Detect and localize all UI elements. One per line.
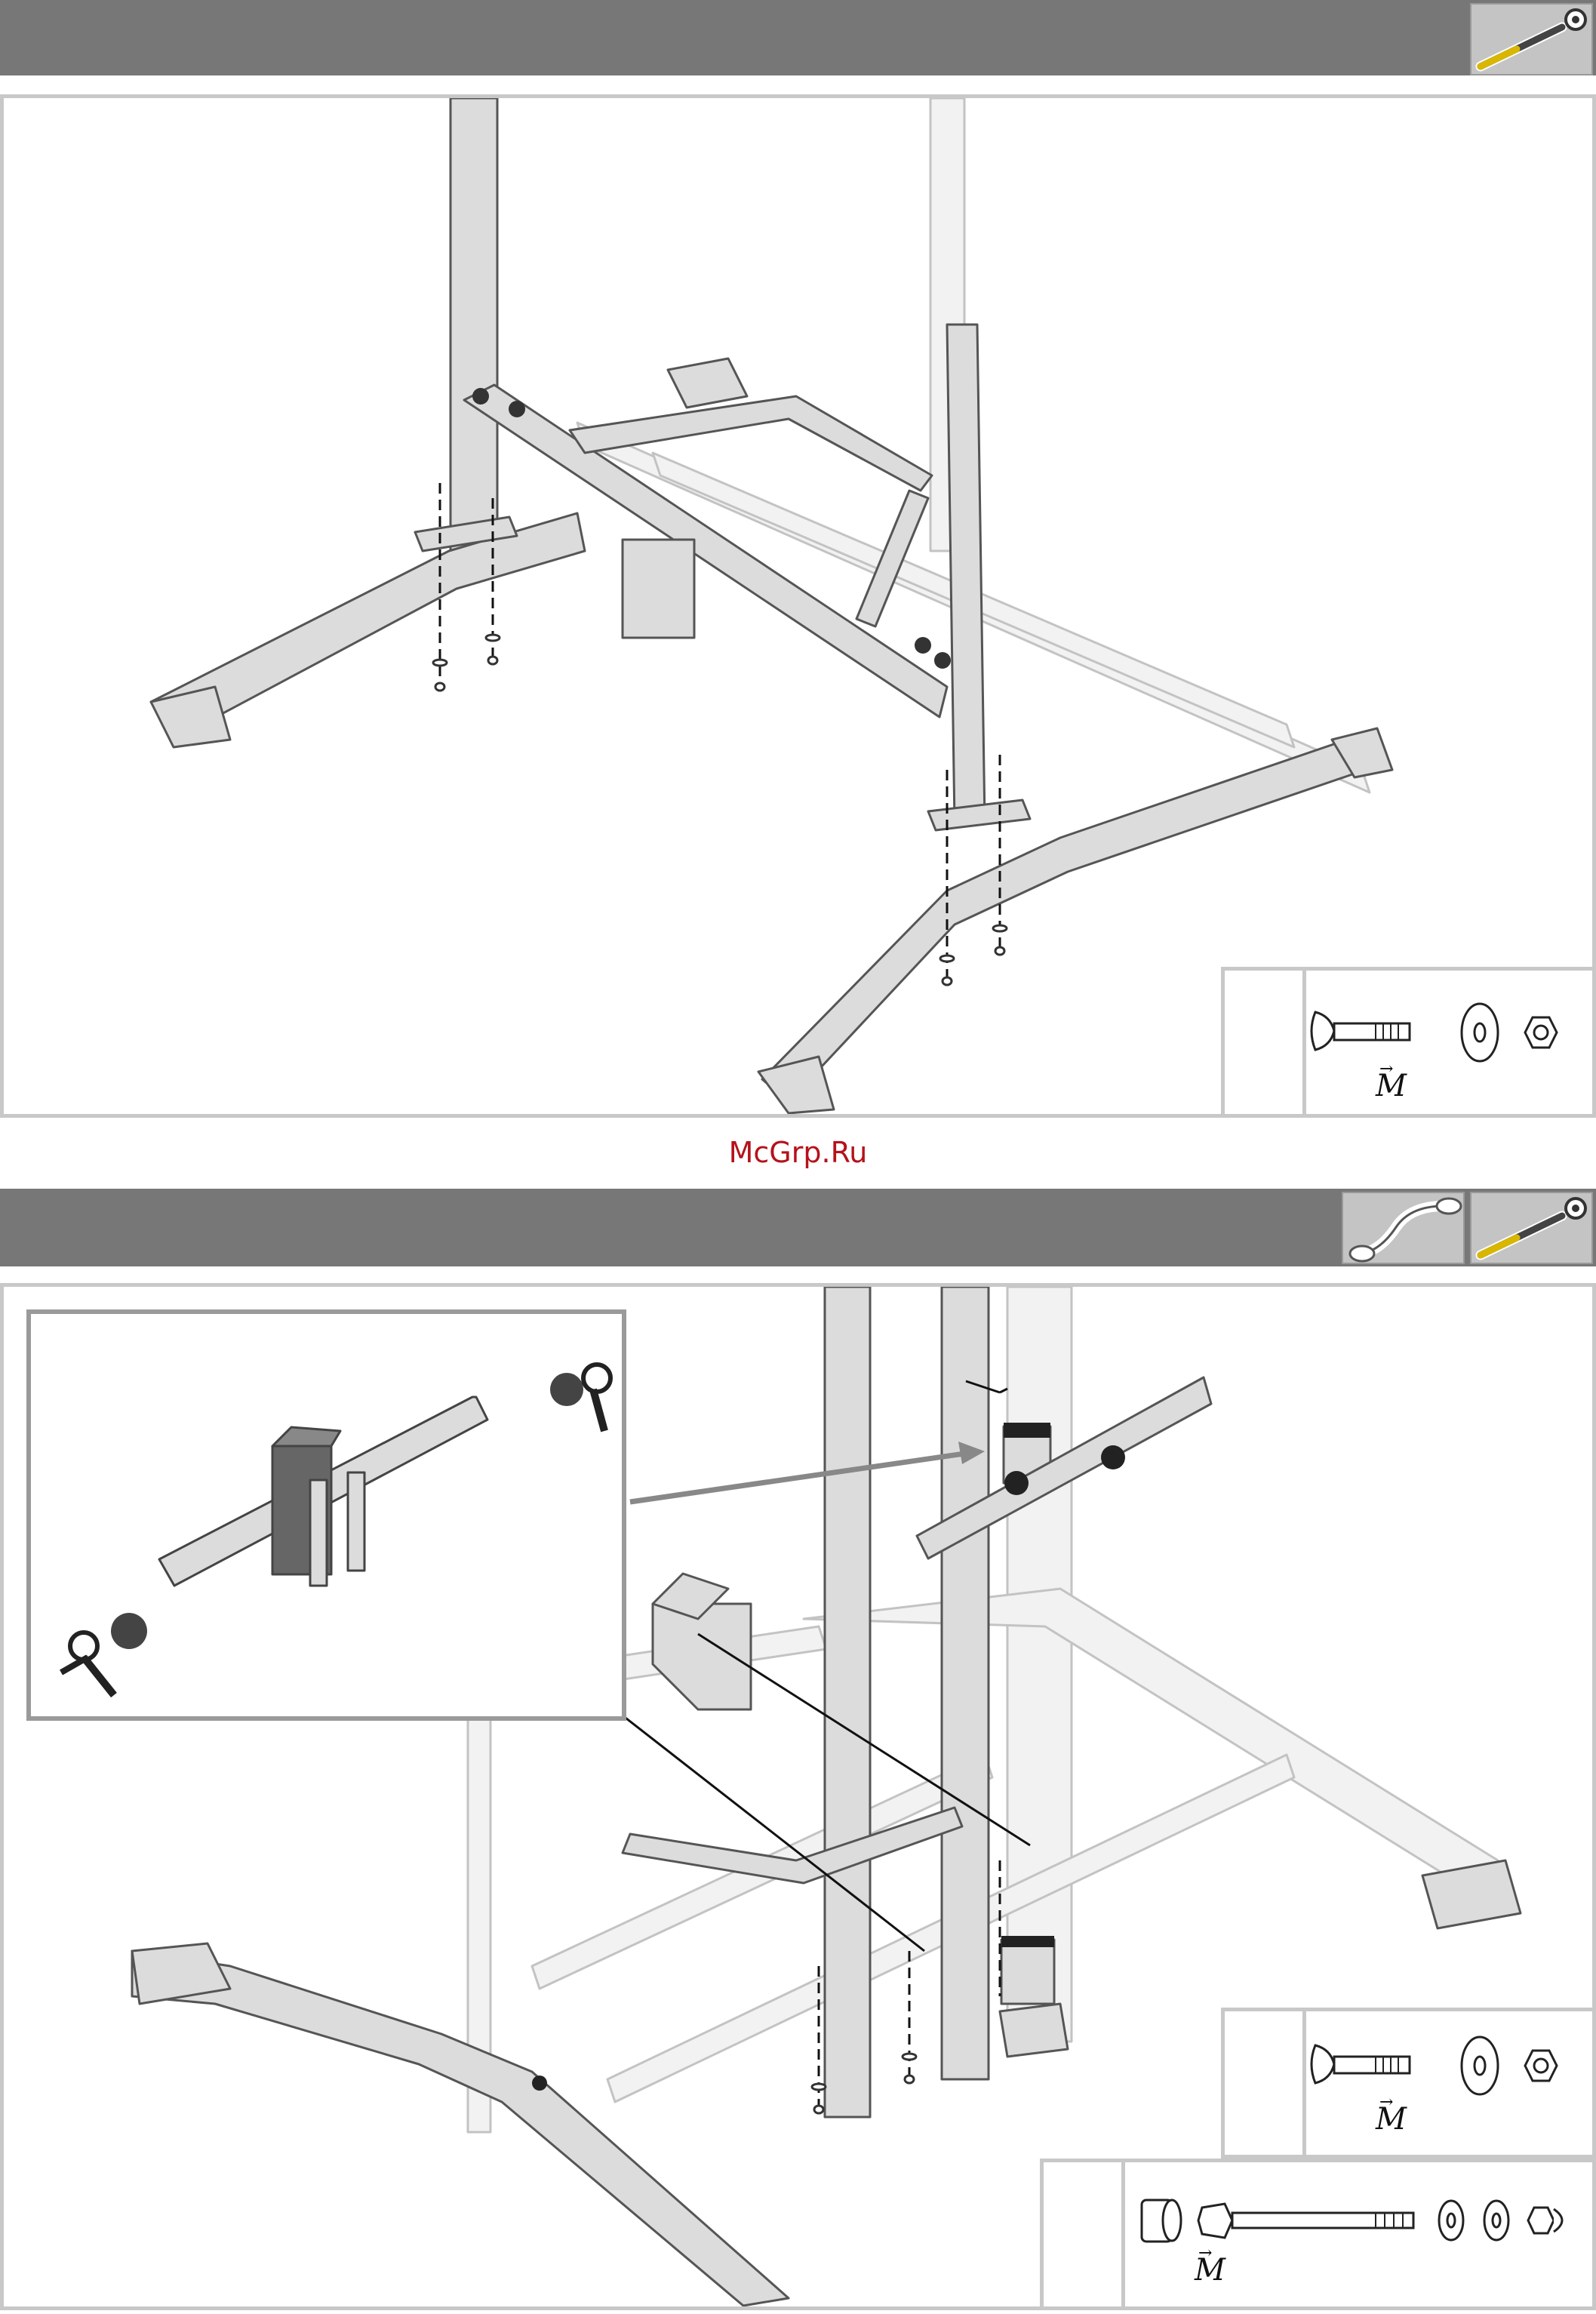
hex-bolt-icon — [1198, 2204, 1413, 2238]
step1-illustration-panel — [0, 94, 1596, 1118]
washer-icon — [1462, 2037, 1498, 2094]
spanner-icon — [1343, 1193, 1466, 1266]
nut-icon — [1525, 1017, 1557, 1048]
bar-holder-detail-drawing — [31, 1314, 622, 1716]
vector-arrow-mark: → — [1198, 2244, 1212, 2263]
washer-icon — [1439, 2201, 1508, 2240]
step2-hardware-b-icons — [1044, 2162, 1596, 2314]
vector-arrow-mark: → — [1379, 1060, 1393, 1079]
step2-hardware-box-a: M → — [1221, 2008, 1596, 2159]
step1-hardware-icons — [1225, 971, 1596, 1122]
bar-holder-detail-inset — [26, 1309, 626, 1721]
step1-hardware-box: M → — [1221, 967, 1596, 1118]
watermark: McGrp.Ru — [0, 1136, 1596, 1169]
carriage-bolt-icon — [1312, 1012, 1410, 1050]
collar-clip-icon — [61, 1365, 610, 1695]
spacer-icon — [1142, 2200, 1181, 2242]
torque-wrench-toolbox — [1470, 3, 1593, 75]
step2-hardware-box-b: M → — [1040, 2159, 1596, 2310]
washer-icon — [1462, 1004, 1498, 1061]
cap-nut-icon — [1528, 2208, 1562, 2233]
step2-hardware-a-icons — [1225, 2011, 1596, 2162]
torque-wrench-icon — [1471, 5, 1594, 77]
step1-header-bar — [0, 0, 1596, 75]
nut-icon — [1525, 2051, 1557, 2081]
spanner-toolbox — [1342, 1192, 1465, 1264]
torque-wrench-icon — [1471, 1193, 1594, 1266]
carriage-bolt-icon — [1312, 2045, 1410, 2083]
torque-wrench-toolbox-2 — [1470, 1192, 1593, 1264]
vector-arrow-mark: → — [1379, 2093, 1393, 2112]
step1-frame-drawing — [4, 98, 1592, 1114]
